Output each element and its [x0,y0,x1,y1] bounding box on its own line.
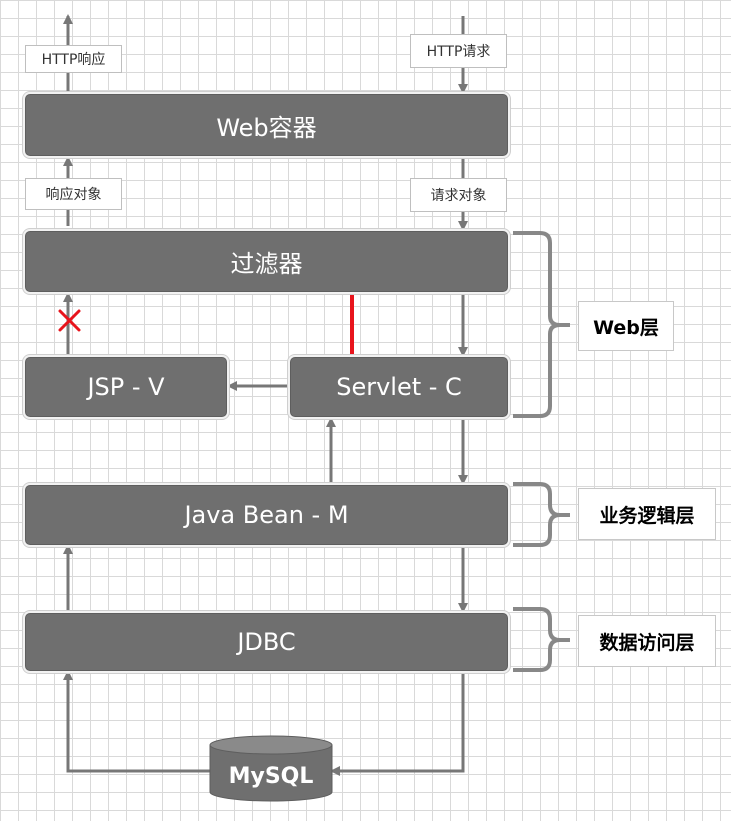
jsp-view-box: JSP - V [25,357,227,417]
response-object-label: 响应对象 [25,178,122,210]
web-container-box: Web容器 [25,94,508,156]
red-cross-icon [58,309,81,332]
brace-business-layer [513,482,570,547]
http-response-label: HTTP响应 [25,45,122,73]
servlet-controller-box: Servlet - C [290,357,508,417]
request-object-label: 请求对象 [410,178,507,212]
filter-box: 过滤器 [25,231,508,292]
arrow-jdbc-to-mysql [330,673,465,776]
arrow-mysql-to-jdbc [63,670,210,773]
brace-data-layer [513,607,570,672]
brace-web-layer [513,231,570,418]
mysql-database-icon [209,735,333,802]
mysql-label: MySQL [228,763,314,789]
java-bean-model-box: Java Bean - M [25,485,508,545]
web-layer-label: Web层 [578,301,674,351]
http-request-label: HTTP请求 [410,34,507,68]
data-access-layer-label: 数据访问层 [578,615,716,667]
jdbc-box: JDBC [25,613,508,671]
business-layer-label: 业务逻辑层 [578,488,716,540]
